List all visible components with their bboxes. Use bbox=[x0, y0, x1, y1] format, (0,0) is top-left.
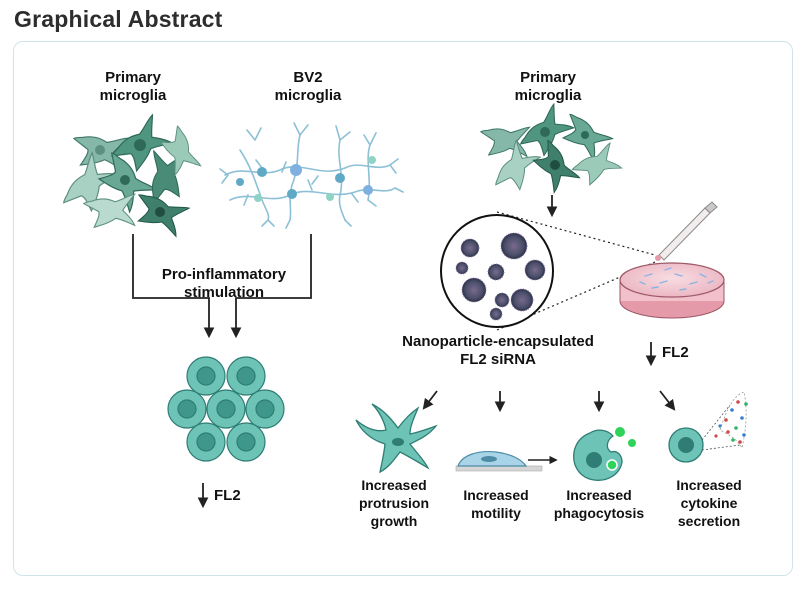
graphical-abstract-title: Graphical Abstract bbox=[14, 6, 223, 32]
outcome-protrusion-line2: protrusion bbox=[359, 495, 429, 511]
stimulation-arrows bbox=[132, 234, 312, 339]
stimulation-label: Pro-inflammatory stimulation bbox=[146, 266, 302, 302]
primary-microglia-label-right: Primary microglia bbox=[508, 69, 588, 105]
outcome-arrows bbox=[422, 390, 676, 413]
stimulation-label-line2: stimulation bbox=[183, 284, 264, 301]
primary-microglia-label-left-line2: microglia bbox=[99, 87, 167, 104]
primary-microglia-cells-left bbox=[50, 111, 202, 245]
bv2-cell-bodies bbox=[236, 156, 376, 202]
outcome-protrusion-line1: Increased bbox=[361, 477, 427, 493]
fl2-label-right: FL2 bbox=[662, 344, 689, 361]
nanoparticle-zoom-circle bbox=[440, 211, 656, 331]
outcome-cytokine-line2: cytokine bbox=[680, 495, 738, 511]
phagocytosis-cell-icon bbox=[573, 427, 636, 481]
primary-microglia-cells-right bbox=[475, 100, 625, 200]
outcome-phagocytosis-line2: phagocytosis bbox=[553, 505, 645, 521]
protrusion-microglia-icon bbox=[355, 403, 438, 474]
motility-cell-icon bbox=[455, 450, 558, 472]
outcome-phagocytosis-label: Increased phagocytosis bbox=[544, 486, 654, 522]
bv2-microglia-label: BV2 microglia bbox=[268, 69, 348, 105]
bv2-microglia-label-line2: microglia bbox=[274, 87, 342, 104]
nanoparticle-label-line1: Nanoparticle-encapsulated bbox=[402, 333, 594, 350]
cytokine-secretion-icon bbox=[668, 391, 748, 463]
outcome-protrusion-line3: growth bbox=[370, 513, 418, 529]
primary-microglia-label-right-line1: Primary bbox=[520, 69, 576, 86]
nanoparticle-label: Nanoparticle-encapsulated FL2 siRNA bbox=[388, 333, 608, 369]
outcome-motility-label: Increased motility bbox=[452, 486, 540, 522]
primary-microglia-label-left-line1: Primary bbox=[105, 69, 161, 86]
bv2-microglia-network bbox=[219, 122, 404, 229]
nanoparticle-label-line2: FL2 siRNA bbox=[460, 351, 536, 368]
pipette bbox=[655, 201, 718, 261]
outcome-cytokine-line1: Increased bbox=[676, 477, 742, 493]
petri-dish bbox=[619, 262, 725, 319]
outcome-motility-line2: motility bbox=[471, 505, 521, 521]
primary-microglia-label-right-line2: microglia bbox=[514, 87, 582, 104]
outcome-phagocytosis-line1: Increased bbox=[566, 487, 632, 503]
stimulation-label-line1: Pro-inflammatory bbox=[161, 266, 287, 283]
outcome-motility-line1: Increased bbox=[463, 487, 529, 503]
outcome-protrusion-label: Increased protrusion growth bbox=[350, 476, 438, 530]
bv2-microglia-label-line1: BV2 bbox=[293, 69, 323, 86]
outcome-cytokine-label: Increased cytokine secretion bbox=[664, 476, 754, 530]
primary-microglia-label-left: Primary microglia bbox=[93, 69, 173, 105]
fl2-label-left: FL2 bbox=[214, 487, 241, 504]
outcome-cytokine-line3: secretion bbox=[677, 513, 741, 529]
activated-microglia-cluster bbox=[167, 356, 285, 462]
